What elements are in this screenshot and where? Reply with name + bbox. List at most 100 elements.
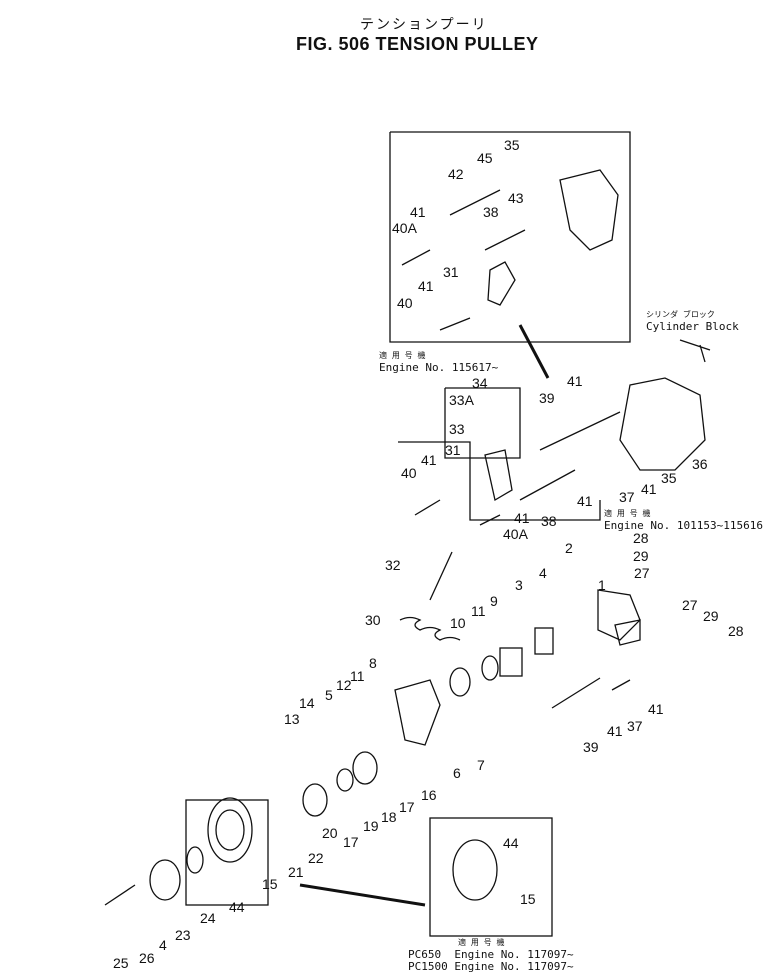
ref-38: 38: [483, 204, 499, 220]
ref-15b: 15: [520, 891, 536, 907]
ref-1: 1: [598, 577, 606, 593]
ref-10: 10: [450, 615, 466, 631]
bolt-39: [539, 411, 621, 451]
ref-41d: 41: [421, 452, 437, 468]
arm-6: [394, 679, 441, 746]
ref-41g: 41: [641, 481, 657, 497]
ref-39: 39: [539, 390, 555, 406]
ref-31: 31: [443, 264, 459, 280]
ref-24: 24: [200, 910, 216, 926]
bolt-37-lower: [611, 679, 631, 691]
pulley-15: [207, 797, 253, 863]
ref-44b: 44: [503, 835, 519, 851]
pulley-inset-outline: [185, 799, 269, 906]
mid-inset-outline-2: [444, 387, 521, 459]
bolt-38: [484, 229, 526, 251]
ref-23: 23: [175, 927, 191, 943]
rod-32: [429, 551, 453, 601]
bearing-10: [449, 667, 471, 697]
ref-18: 18: [381, 809, 397, 825]
ref-39b: 39: [583, 739, 599, 755]
ref-5: 5: [325, 687, 333, 703]
ref-3: 3: [515, 577, 523, 593]
sleeve-9: [499, 647, 523, 677]
bolt-40A: [401, 249, 431, 266]
arrow-upper: [518, 324, 550, 379]
bolt-38-mid: [519, 469, 576, 501]
ref-27: 27: [634, 565, 650, 581]
cover-plate: [559, 169, 619, 251]
ref-29b: 29: [703, 608, 719, 624]
housing-36: [619, 377, 706, 471]
ref-31b: 31: [445, 442, 461, 458]
ref-40Ab: 40A: [503, 526, 529, 542]
plate-27: [614, 619, 641, 646]
ref-34: 34: [472, 375, 488, 391]
lower-inset-outline: [429, 817, 553, 937]
ref-43: 43: [508, 190, 524, 206]
ref-22: 22: [308, 850, 324, 866]
bolt-40A-mid: [479, 514, 501, 526]
ref-40: 40: [397, 295, 413, 311]
ref-12: 12: [336, 677, 352, 693]
ref-33: 33: [449, 421, 465, 437]
spring-30: [399, 616, 461, 641]
ref-41e: 41: [514, 510, 530, 526]
ref-27b: 27: [682, 597, 698, 613]
ref-28: 28: [633, 530, 649, 546]
ref-38b: 38: [541, 513, 557, 529]
ref-2: 2: [565, 540, 573, 556]
ref-4: 4: [539, 565, 547, 581]
ref-30: 30: [365, 612, 381, 628]
bolt-40-mid: [414, 499, 441, 516]
bolt-25: [104, 884, 136, 906]
bracket-1: [597, 589, 641, 641]
cap-23: [149, 859, 181, 901]
engine-note-mid: 適 用 号 機 Engine No. 101153~115616: [604, 509, 763, 532]
ref-17b: 17: [343, 834, 359, 850]
figure-title-japanese: テンションプーリ: [360, 16, 488, 32]
bolt-39-lower: [551, 677, 601, 709]
pulley-15-alt: [452, 839, 498, 901]
ref-25: 25: [113, 955, 129, 971]
ref-41i: 41: [607, 723, 623, 739]
ref-14: 14: [299, 695, 315, 711]
engine-note-lower: 適 用 号 機 PC650 Engine No. 117097~ PC1500 …: [408, 938, 574, 973]
mid-inset-outline: [398, 441, 601, 521]
figure-title: FIG. 506 TENSION PULLEY: [296, 34, 539, 54]
ref-7: 7: [477, 757, 485, 773]
cylinder-block-mark: [679, 339, 711, 351]
ref-16: 16: [421, 787, 437, 803]
engine-note-upper: 適 用 号 機 Engine No. 115617~: [379, 351, 499, 374]
cylinder-block-label: シリンダ ブロック Cylinder Block: [646, 310, 739, 333]
ref-4b: 4: [159, 937, 167, 953]
ref-29: 29: [633, 548, 649, 564]
sleeve-3: [534, 627, 554, 655]
bolt-42: [449, 189, 501, 216]
ref-20: 20: [322, 825, 338, 841]
ref-41b: 41: [418, 278, 434, 294]
ref-42: 42: [448, 166, 464, 182]
bearing-18: [352, 751, 378, 785]
ref-28b: 28: [728, 623, 744, 639]
ring-24: [186, 846, 204, 874]
bracket-31-upper: [487, 261, 516, 306]
ref-41c: 41: [567, 373, 583, 389]
ref-45: 45: [477, 150, 493, 166]
ref-37b: 37: [627, 718, 643, 734]
bracket-31-mid: [484, 449, 513, 502]
ref-41: 41: [410, 204, 426, 220]
ref-44: 44: [229, 899, 245, 915]
ref-11: 11: [471, 603, 486, 619]
ref-8: 8: [369, 655, 377, 671]
upper-inset-outline: [389, 131, 631, 343]
ring-11: [481, 655, 499, 681]
ring-19: [336, 768, 354, 792]
ref-37: 37: [619, 489, 635, 505]
ref-9: 9: [490, 593, 498, 609]
ref-40A: 40A: [392, 220, 418, 236]
ref-17: 17: [399, 799, 415, 815]
ref-32: 32: [385, 557, 401, 573]
ref-35b: 35: [661, 470, 677, 486]
